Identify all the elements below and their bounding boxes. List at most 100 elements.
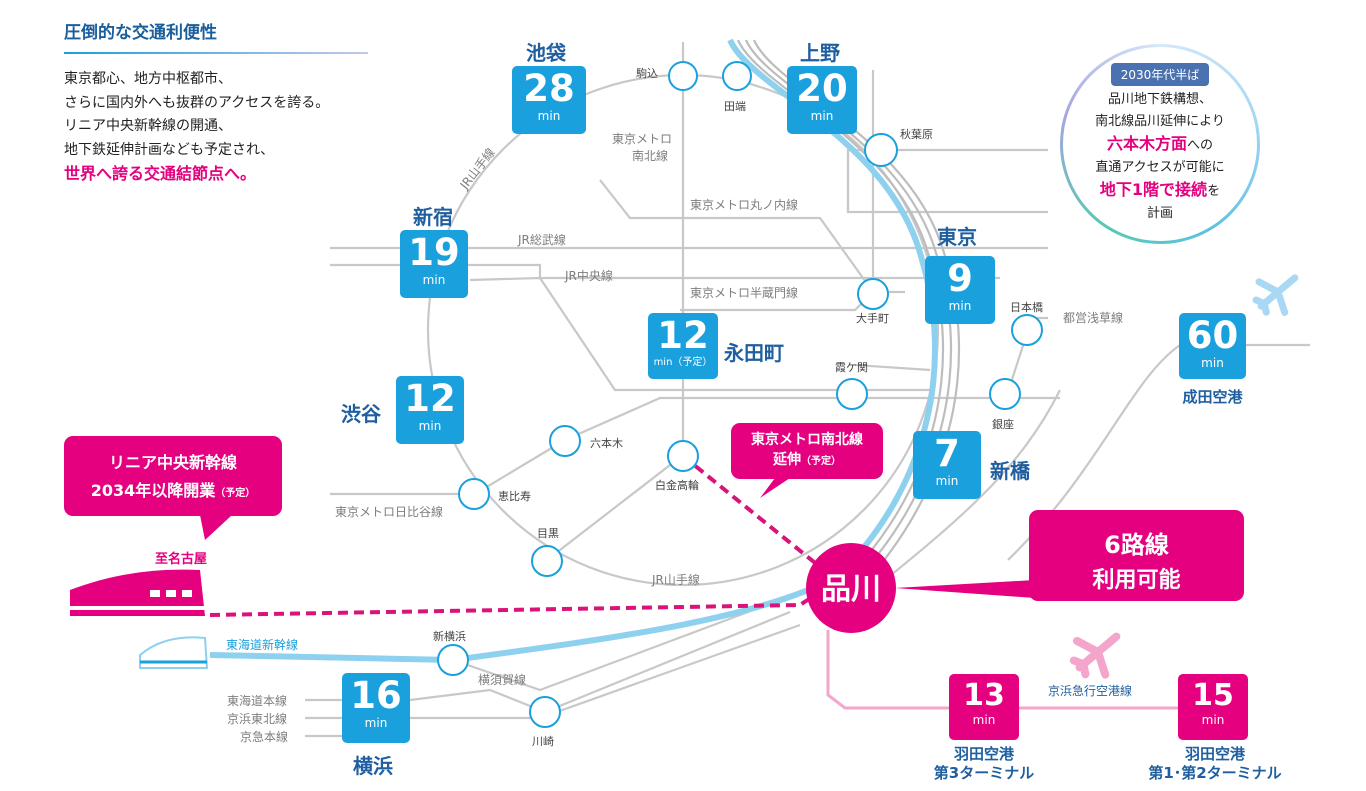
minutes: 20 (796, 67, 848, 110)
extension-callout-line2-wrap: 延伸（予定） (731, 449, 883, 469)
time-box-tokyo: 9 min (925, 256, 995, 324)
time-box-haneda-t3: 13 min (949, 674, 1019, 740)
hub-callout: 6路線 利用可能 (1029, 510, 1244, 601)
time-box-shimbashi: 7 min (913, 431, 981, 499)
time-box-ueno: 20 min (787, 66, 857, 134)
unit: min（予定） (653, 357, 713, 368)
name-line: 第1･第2ターミナル (1148, 764, 1282, 782)
station-akihabara: 秋葉原 (900, 127, 933, 141)
future-plan-inner: 2030年代半ば 品川地下鉄構想、 南北線品川延伸により 六本木方面への 直通ア… (1063, 47, 1257, 241)
intro-title: 圧倒的な交通利便性 (64, 23, 217, 43)
time-box-haneda-t12: 15 min (1178, 674, 1248, 740)
station-meguro: 目黒 (537, 527, 559, 540)
minutes: 12 (404, 377, 456, 420)
label-tokaido-shinkansen: 東海道新幹線 (226, 637, 298, 652)
station-nihonbashi: 日本橋 (1010, 300, 1043, 314)
unit: min (1201, 713, 1225, 727)
unit: min (935, 474, 959, 488)
name-line: 羽田空港 (953, 745, 1014, 763)
name-shibuya: 渋谷 (341, 402, 381, 426)
hub-callout-line2: 利用可能 (1092, 568, 1181, 593)
minutes: 9 (947, 257, 973, 300)
future-text: を (1207, 184, 1221, 199)
time-box-yokohama: 16 min (342, 673, 410, 743)
future-plan-circle: 2030年代半ば 品川地下鉄構想、 南北線品川延伸により 六本木方面への 直通ア… (1060, 44, 1260, 244)
planned-lines (209, 454, 832, 617)
time-box-ikebukuro: 28 min (512, 66, 586, 134)
intro-body: 東京都心、地方中枢都市、 さらに国内外へも抜群のアクセスを誇る。 リニア中央新幹… (64, 68, 364, 186)
label-hanzomon: 東京メトロ半蔵門線 (690, 285, 798, 300)
station-tabata: 田端 (724, 100, 746, 113)
hub-callout-tail (895, 580, 1035, 598)
station-ebisu: 恵比寿 (498, 489, 531, 503)
intro-line: さらに国内外へも抜群のアクセスを誇る。 (64, 94, 330, 111)
extension-callout-tail (760, 478, 790, 498)
label-chuo: JR中央線 (564, 268, 613, 283)
name-line: 羽田空港 (1184, 745, 1245, 763)
intro-line: 東京都心、地方中枢都市、 (64, 71, 232, 87)
future-line: 六本木方面への (1063, 133, 1257, 157)
label-yamanote-top: JR山手線 (456, 145, 498, 193)
station-ginza: 銀座 (992, 417, 1014, 431)
minutes: 28 (523, 67, 575, 110)
linear-train-icon (70, 569, 205, 616)
extension-callout-line2: 延伸 (773, 452, 801, 468)
time-box-shinjuku: 19 min (400, 230, 468, 298)
minutes: 60 (1186, 314, 1239, 357)
name-nagatacho: 永田町 (724, 341, 784, 365)
unit: min (948, 299, 972, 313)
unit: min (1201, 356, 1224, 370)
unit: min (537, 109, 561, 123)
extension-callout-line1: 東京メトロ南北線 (751, 432, 863, 448)
plane-icon (1069, 632, 1121, 679)
label-keikyu-airport: 京浜急行空港線 (1048, 683, 1132, 698)
label-hibiya: 東京メトロ日比谷線 (335, 504, 443, 519)
station-shirokanetakanawa: 白金高輪 (655, 478, 699, 492)
intro-highlight: 世界へ誇る交通結節点へ。 (64, 164, 257, 183)
linear-callout-line1: リニア中央新幹線 (108, 453, 237, 472)
minutes: 13 (963, 678, 1005, 713)
future-badge: 2030年代半ば (1110, 63, 1210, 86)
linear-callout-line2: 2034年以降開業 (90, 481, 216, 500)
shinkansen-icon (139, 636, 209, 669)
label-tokaido: 東海道本線 (227, 693, 287, 708)
label-yamanote-bottom: JR山手線 (651, 572, 700, 587)
minutes: 7 (934, 432, 960, 475)
station-kasumigaseki: 霞ケ関 (835, 361, 868, 374)
name-tokyo: 東京 (937, 225, 977, 249)
unit: min (418, 419, 442, 433)
linear-callout-line2-wrap: 2034年以降開業（予定） (64, 477, 282, 501)
future-line: 南北線品川延伸により (1095, 114, 1225, 129)
station-shinyokohama: 新横浜 (433, 629, 466, 643)
name-narita: 成田空港 (1182, 388, 1243, 406)
name-haneda-t12: 羽田空港 第1･第2ターミナル (1140, 745, 1290, 783)
time-box-narita: 60 min (1179, 313, 1246, 379)
unit: min (364, 716, 388, 730)
minutes: 19 (408, 231, 460, 274)
name-haneda-t3: 羽田空港 第3ターミナル (924, 745, 1044, 783)
future-highlight: 地下1階で接続 (1099, 180, 1208, 199)
intro-line: リニア中央新幹線の開通、 (64, 118, 232, 134)
label-yokosuka: 横須賀線 (478, 672, 526, 687)
unit: min (972, 713, 996, 727)
plane-icon (1252, 274, 1299, 316)
unit: min (810, 109, 834, 123)
future-highlight: 六本木方面 (1106, 134, 1187, 153)
station-to-nagoya: 至名古屋 (155, 551, 207, 567)
hub-callout-line1: 6路線 (1104, 531, 1169, 559)
label-namboku2: 南北線 (632, 148, 668, 163)
name-line: 第3ターミナル (933, 764, 1035, 782)
name-ueno: 上野 (800, 41, 840, 65)
future-line: 計画 (1146, 206, 1173, 221)
extension-callout: 東京メトロ南北線 延伸（予定） (731, 423, 883, 479)
station-kawasaki: 川崎 (532, 734, 554, 748)
name-yokohama: 横浜 (353, 754, 393, 778)
label-namboku1: 東京メトロ (612, 132, 672, 146)
station-circles (437, 61, 1043, 728)
label-asakusa: 都営浅草線 (1063, 310, 1123, 325)
time-box-nagatacho: 12 min（予定） (648, 313, 718, 379)
intro-line: 地下鉄延伸計画なども予定され、 (64, 141, 275, 158)
name-shimbashi: 新橋 (990, 459, 1030, 483)
future-body: 品川地下鉄構想、 南北線品川延伸により 六本木方面への 直通アクセスが可能に 地… (1063, 89, 1257, 225)
